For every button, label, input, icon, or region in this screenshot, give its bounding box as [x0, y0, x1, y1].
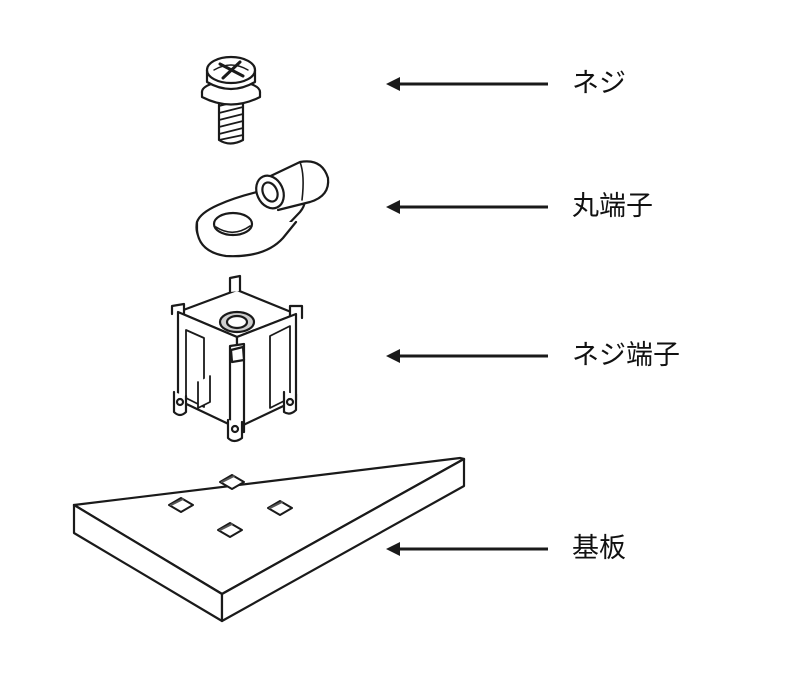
callout-board: 基板 — [386, 529, 746, 569]
ring-terminal-drawing — [195, 160, 330, 258]
callout-screw-terminal: ネジ端子 — [386, 336, 746, 376]
left-arrow-icon — [386, 77, 548, 91]
label-screw-terminal: ネジ端子 — [572, 340, 680, 371]
board-holes — [168, 474, 293, 538]
label-board: 基板 — [572, 533, 626, 564]
label-screw: ネジ — [572, 68, 626, 99]
screw-terminal-drawing — [170, 274, 304, 443]
left-arrow-icon — [386, 349, 548, 363]
left-arrow-icon — [386, 200, 548, 214]
board-drawing — [72, 456, 466, 623]
callout-ring-terminal: 丸端子 — [386, 187, 746, 227]
label-ring-terminal: 丸端子 — [572, 191, 653, 222]
screw-drawing — [200, 55, 262, 145]
left-arrow-icon — [386, 542, 548, 556]
callout-screw: ネジ — [386, 64, 746, 104]
